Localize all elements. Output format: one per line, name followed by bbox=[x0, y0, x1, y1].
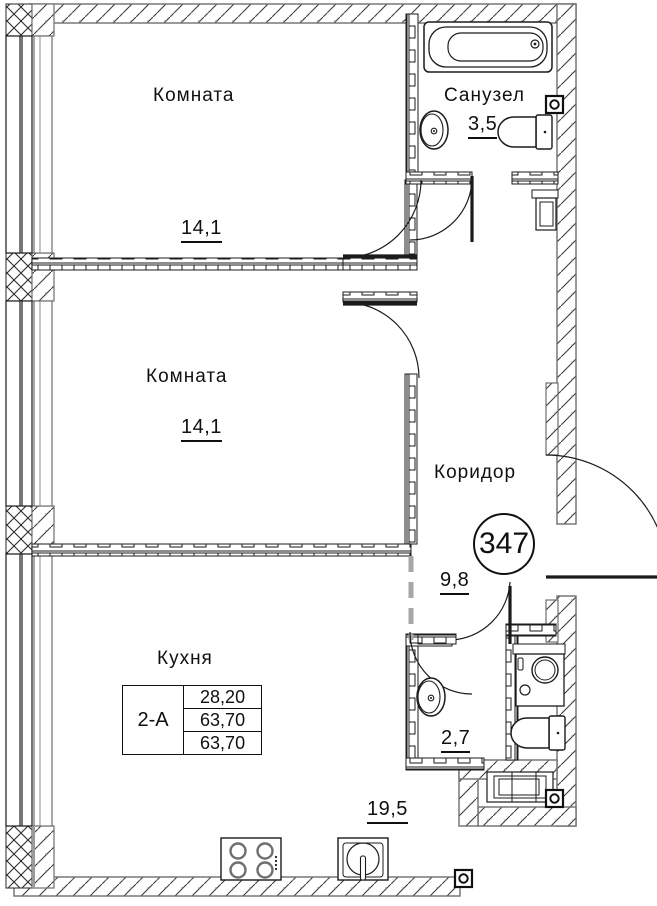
interior-partitions bbox=[31, 13, 559, 771]
room-area-sanuzel-second: 2,7 bbox=[441, 727, 471, 753]
kitchen-stove bbox=[220, 837, 282, 881]
exterior-walls bbox=[5, 3, 577, 897]
title-block-total-area: 63,70 bbox=[184, 709, 261, 732]
room-label-sanuzel: Санузел bbox=[444, 85, 526, 106]
washbasin bbox=[419, 110, 449, 150]
radiator-bottom bbox=[486, 771, 554, 803]
kitchen-sink bbox=[337, 837, 389, 881]
electrical-outlet-entry bbox=[544, 788, 565, 809]
washbasin-second bbox=[416, 677, 446, 717]
room-area-sanuzel: 3,5 bbox=[468, 113, 498, 139]
washing-machine bbox=[512, 643, 566, 707]
toilet-second bbox=[510, 715, 566, 751]
doors bbox=[342, 176, 657, 695]
electrical-outlet-bath bbox=[544, 94, 565, 115]
title-block-living-area: 28,20 bbox=[184, 686, 261, 709]
title-block: 2-А 28,20 63,70 63,70 bbox=[122, 685, 262, 755]
wall-stubs bbox=[32, 633, 457, 888]
title-block-areas: 28,20 63,70 63,70 bbox=[184, 686, 261, 754]
water-riser-box bbox=[531, 189, 559, 231]
door-corridor-to-bathroom2 bbox=[451, 581, 511, 641]
bathtub bbox=[423, 21, 553, 73]
room-label-komnata-top: Комната bbox=[153, 85, 235, 106]
room-area-komnata-top: 14,1 bbox=[181, 217, 222, 243]
room-area-komnata-middle: 14,1 bbox=[181, 416, 222, 442]
left-windows bbox=[5, 35, 53, 827]
room-area-kuhnya: 19,5 bbox=[367, 798, 408, 824]
electrical-outlet-kitchen bbox=[453, 868, 474, 889]
title-block-total-area-coef: 63,70 bbox=[200, 732, 246, 753]
title-block-type: 2-А bbox=[123, 686, 185, 754]
toilet bbox=[497, 114, 553, 150]
room-label-kuhnya: Кухня bbox=[157, 648, 213, 669]
room-area-koridor: 9,8 bbox=[440, 569, 470, 595]
apartment-number-badge: 347 bbox=[473, 513, 535, 575]
room-label-koridor: Коридор bbox=[434, 462, 517, 483]
room-label-komnata-middle: Комната bbox=[146, 366, 228, 387]
